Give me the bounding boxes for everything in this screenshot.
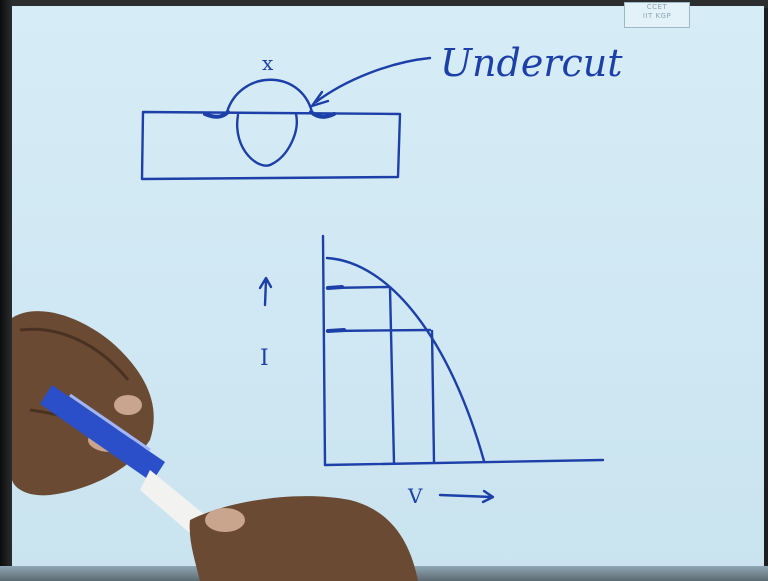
current-tick-2 bbox=[326, 328, 346, 333]
weld-penetration bbox=[235, 112, 298, 167]
weld-bead bbox=[225, 78, 314, 114]
va-curve bbox=[325, 256, 486, 463]
institute-logo: CCET IIT KGP bbox=[624, 2, 690, 28]
y-axis bbox=[321, 234, 327, 467]
current-tick-1 bbox=[326, 285, 344, 290]
current-arrow bbox=[258, 276, 273, 307]
defect-label: Undercut bbox=[440, 41, 623, 85]
logo-line-1: CCET bbox=[646, 3, 668, 11]
current-axis-label: I bbox=[260, 346, 269, 371]
voltage-arrow bbox=[438, 489, 495, 504]
undercut-arrowhead bbox=[310, 90, 330, 108]
left-bezel bbox=[0, 0, 12, 581]
weld-mark: x bbox=[262, 51, 274, 75]
undercut-arrow bbox=[314, 56, 432, 104]
whiteboard-screen bbox=[10, 6, 764, 574]
undercut-left bbox=[203, 110, 230, 119]
voltage-line-2 bbox=[430, 329, 436, 464]
voltage-axis-label: V bbox=[407, 484, 423, 508]
lecturer-hand-right bbox=[189, 496, 418, 581]
voltage-line-1 bbox=[388, 286, 396, 465]
x-axis bbox=[323, 458, 605, 467]
plate-outline bbox=[140, 110, 402, 181]
top-bezel bbox=[0, 0, 768, 8]
undercut-right bbox=[309, 110, 336, 119]
logo-line-2: IIT KGP bbox=[642, 12, 672, 20]
